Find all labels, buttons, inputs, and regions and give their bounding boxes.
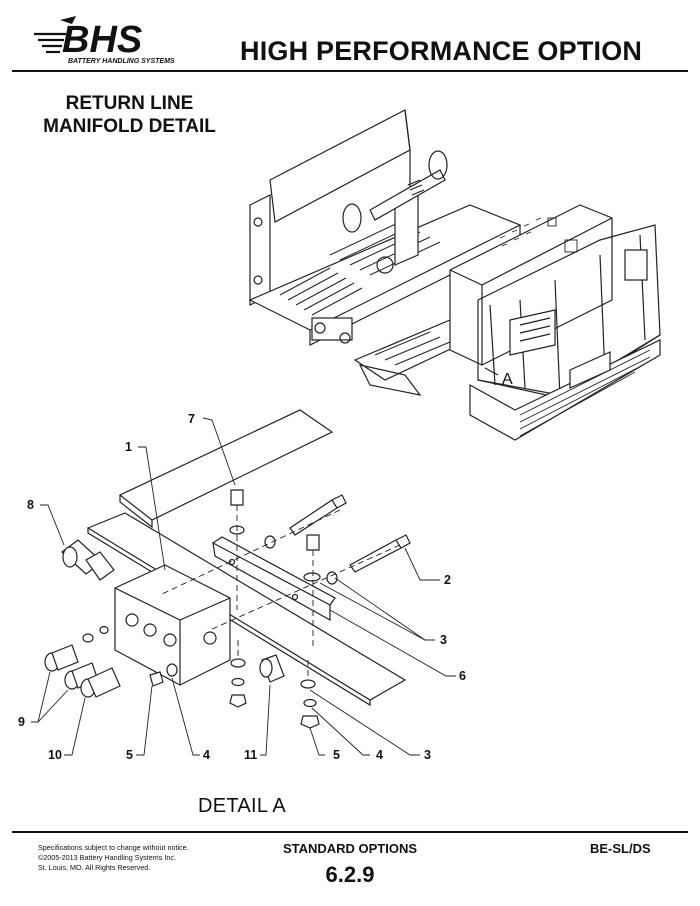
model-number: BE-SL/DS [590, 841, 651, 856]
fine-print-line-3: St. Louis, MO. All Rights Reserved. [38, 863, 151, 872]
callout-2: 2 [444, 573, 451, 587]
section-name: STANDARD OPTIONS [282, 841, 418, 856]
callout-3-upper: 3 [440, 633, 447, 647]
header-rule [12, 70, 688, 72]
callout-4-right: 4 [376, 748, 383, 762]
view-marker-a: A [502, 371, 513, 388]
subtitle-line-1: RETURN LINE [65, 93, 194, 114]
fitting-8 [61, 539, 115, 581]
callout-11: 11 [244, 748, 258, 762]
fine-print-line-1: Specifications subject to change without… [38, 843, 189, 852]
detail-caption: DETAIL A [198, 795, 286, 817]
drawing-subtitle: RETURN LINE MANIFOLD DETAIL [22, 92, 237, 138]
manifold-exploded-view [44, 409, 411, 729]
callout-4-left: 4 [203, 748, 210, 762]
bolts [230, 489, 411, 573]
bhs-logo: BHS BATTERY HANDLING SYSTEMS [34, 16, 175, 65]
callout-3-lower: 3 [424, 748, 431, 762]
manifold-block [114, 564, 231, 686]
leader-lines [31, 417, 456, 756]
logo-speed-lines-icon [34, 32, 66, 54]
callout-5-left: 5 [126, 748, 133, 762]
copyright-notice: Specifications subject to change without… [38, 843, 228, 873]
section-number: 6.2.9 [325, 862, 375, 887]
logo-tagline: BATTERY HANDLING SYSTEMS [68, 58, 175, 65]
angle-bracket [212, 541, 331, 622]
callout-7: 7 [188, 412, 195, 426]
logo-wordmark: BHS [62, 19, 142, 61]
fine-print-line-2: ©2005-2013 Battery Handling Systems Inc. [38, 853, 176, 862]
callout-1: 1 [125, 440, 132, 454]
page-title: HIGH PERFORMANCE OPTION [240, 36, 643, 66]
callout-6: 6 [459, 669, 466, 683]
callout-8: 8 [27, 498, 34, 512]
subtitle-line-2: MANIFOLD DETAIL [43, 116, 216, 137]
footer-rule [12, 831, 688, 833]
fittings-9-10 [44, 625, 121, 698]
machine-isometric-view: A [248, 109, 661, 441]
callout-5-right: 5 [333, 748, 340, 762]
callout-10: 10 [48, 748, 62, 762]
callout-9: 9 [18, 715, 25, 729]
washers-nuts [149, 525, 338, 729]
